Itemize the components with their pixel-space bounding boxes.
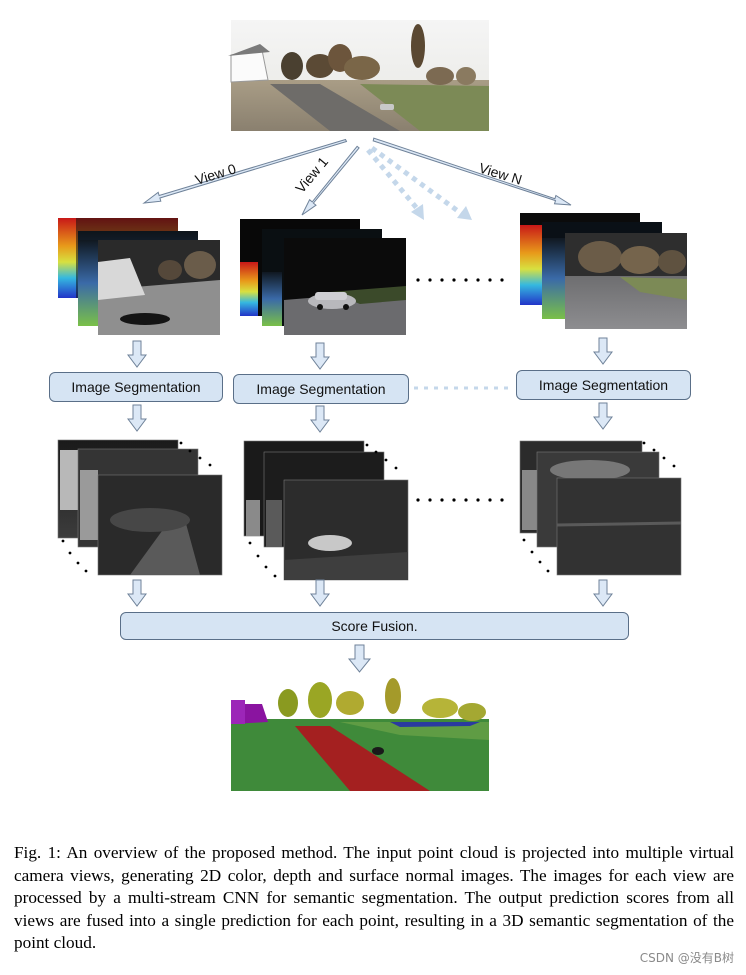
view-0-score-maps <box>57 439 223 576</box>
input-point-cloud-image <box>228 20 489 131</box>
score-fusion-label: Score Fusion. <box>331 618 418 634</box>
output-segmentation-image <box>231 678 489 791</box>
view-1-image-stack <box>240 219 406 335</box>
down-arrows-to-score-maps <box>127 402 613 433</box>
view-0-image-stack <box>58 218 220 335</box>
view-ellipsis-top <box>416 278 504 282</box>
segmentation-label-view-n: Image Segmentation <box>538 377 669 393</box>
view-ellipsis-middle <box>416 498 504 502</box>
figure-caption: Fig. 1: An overview of the proposed meth… <box>14 843 734 952</box>
method-diagram: View 0 View 1 View N <box>57 20 687 791</box>
score-fusion-box: Score Fusion. <box>120 612 629 640</box>
watermark: CSDN @没有B树 <box>639 951 734 965</box>
view-1-label: View 1 <box>292 153 331 195</box>
view-n-label: View N <box>477 160 524 188</box>
view-0-arrow <box>142 138 348 204</box>
view-n-arrow <box>372 137 572 206</box>
down-arrows-to-segmentation <box>127 337 613 370</box>
down-arrow-to-output <box>347 644 372 673</box>
segmentation-box-view-1: Image Segmentation <box>233 374 409 404</box>
view-1-arrow <box>301 145 360 216</box>
segmentation-label-view-0: Image Segmentation <box>71 379 201 395</box>
view-n-image-stack <box>520 213 687 329</box>
segmentation-box-view-n: Image Segmentation <box>516 370 691 400</box>
segmentation-box-view-0: Image Segmentation <box>49 372 223 402</box>
view-n-score-maps <box>519 440 682 576</box>
view-0-label: View 0 <box>193 160 238 188</box>
view-1-score-maps <box>243 440 409 581</box>
segmentation-label-view-1: Image Segmentation <box>256 381 386 397</box>
view-arrows <box>142 137 572 220</box>
down-arrows-to-fusion <box>127 579 613 607</box>
